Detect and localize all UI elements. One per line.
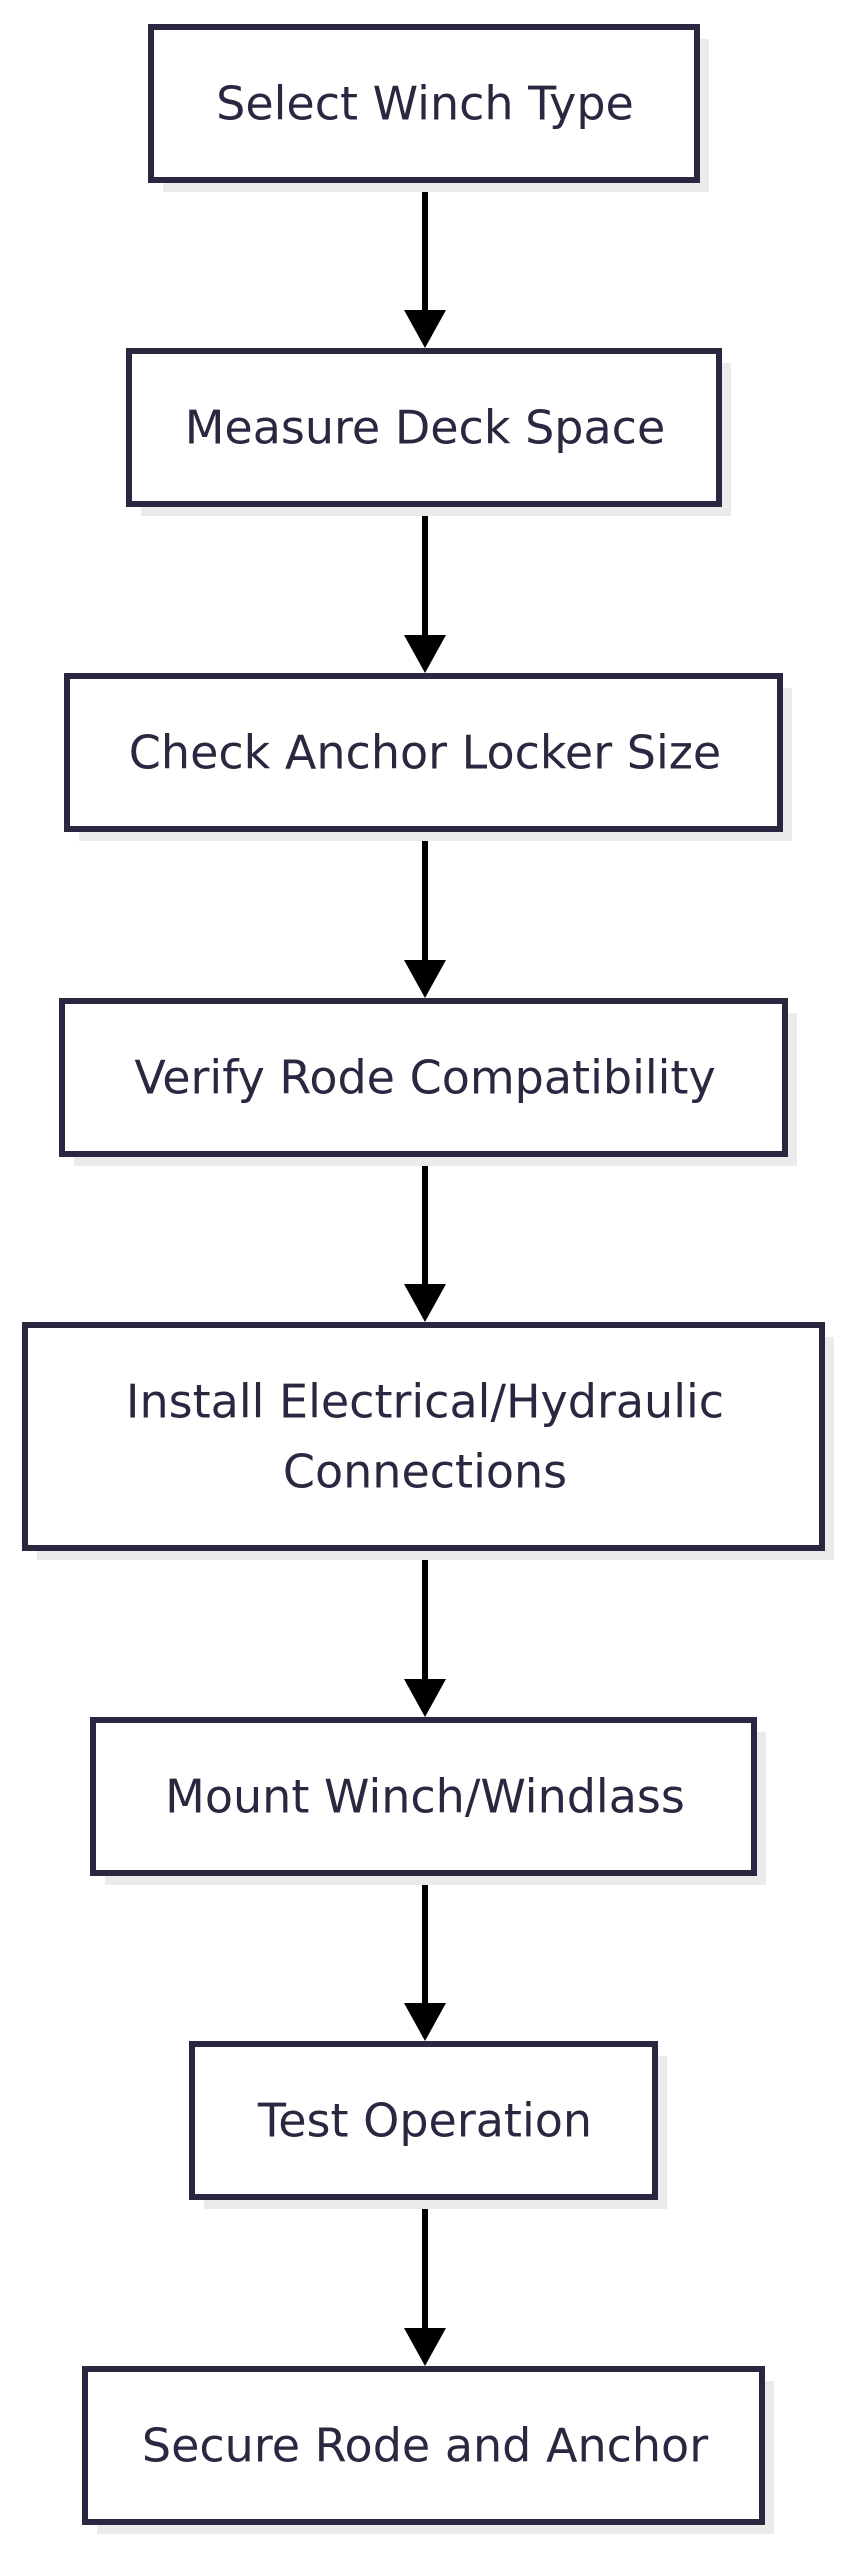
arrow-head (404, 960, 446, 998)
node-label: Select Winch Type (216, 77, 634, 131)
node-label: Measure Deck Space (185, 401, 666, 455)
node-box (82, 2366, 765, 2525)
flow-arrow-test-operation-to-secure-rode-and-anchor (404, 2200, 446, 2366)
arrow-head (404, 2003, 446, 2041)
edges-layer (404, 183, 446, 2366)
node-box (148, 24, 700, 183)
node-label: Check Anchor Locker Size (129, 726, 721, 780)
node-box (90, 1717, 757, 1876)
arrow-head (404, 310, 446, 348)
flow-arrow-verify-rode-compatibility-to-install-connections (404, 1157, 446, 1322)
flow-node-select-winch-type: Select Winch Type (148, 24, 709, 192)
flow-node-test-operation: Test Operation (189, 2041, 667, 2209)
node-box (126, 348, 722, 507)
flow-arrow-install-connections-to-mount-winch-windlass (404, 1551, 446, 1717)
flow-arrow-select-winch-type-to-measure-deck-space (404, 183, 446, 348)
arrow-head (404, 635, 446, 673)
node-box (189, 2041, 658, 2200)
node-box (64, 673, 783, 832)
flow-node-secure-rode-and-anchor: Secure Rode and Anchor (82, 2366, 774, 2534)
arrow-head (404, 1284, 446, 1322)
flow-node-verify-rode-compatibility: Verify Rode Compatibility (59, 998, 797, 1166)
arrow-head (404, 2328, 446, 2366)
node-label: Secure Rode and Anchor (142, 2419, 708, 2473)
flow-arrow-mount-winch-windlass-to-test-operation (404, 1876, 446, 2041)
arrow-head (404, 1679, 446, 1717)
node-label: Connections (283, 1445, 567, 1499)
node-box (59, 998, 788, 1157)
flow-node-mount-winch-windlass: Mount Winch/Windlass (90, 1717, 766, 1885)
flow-node-measure-deck-space: Measure Deck Space (126, 348, 731, 516)
flow-arrow-measure-deck-space-to-check-anchor-locker-size (404, 507, 446, 673)
node-label: Test Operation (257, 2094, 592, 2148)
node-box (22, 1322, 825, 1551)
flow-node-check-anchor-locker-size: Check Anchor Locker Size (64, 673, 792, 841)
flow-arrow-check-anchor-locker-size-to-verify-rode-compatibility (404, 832, 446, 998)
node-label: Mount Winch/Windlass (165, 1770, 685, 1824)
node-label: Verify Rode Compatibility (134, 1051, 715, 1105)
node-label: Install Electrical/Hydraulic (126, 1375, 724, 1429)
